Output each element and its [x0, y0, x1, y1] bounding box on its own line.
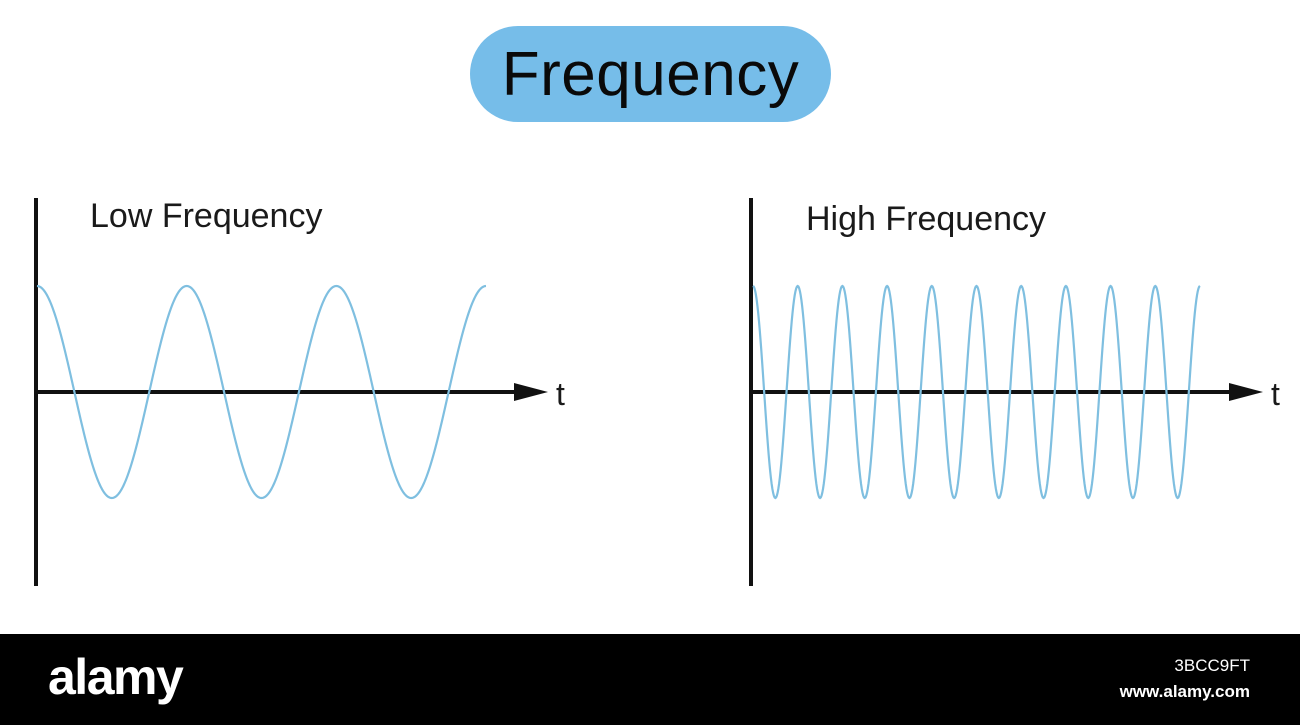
- page-title: Frequency: [501, 39, 800, 109]
- alamy-logo: alamy: [48, 649, 184, 705]
- low-frequency-panel: Low Frequency t: [34, 197, 565, 586]
- high-frequency-panel: High Frequency t: [749, 198, 1280, 586]
- high-panel-t-label: t: [1271, 376, 1280, 412]
- low-panel-t-label: t: [556, 376, 565, 412]
- image-id: 3BCC9FT: [1174, 656, 1250, 675]
- site-url: www.alamy.com: [1119, 682, 1250, 701]
- high-frequency-label: High Frequency: [806, 200, 1046, 238]
- low-frequency-wave: [36, 284, 487, 500]
- frequency-diagram: Low Frequency t High Frequency t: [34, 197, 1280, 586]
- high-frequency-wave: [752, 284, 1201, 500]
- low-panel-arrow-head: [514, 383, 548, 401]
- title-badge: Frequency: [470, 26, 831, 122]
- high-panel-arrow-head: [1229, 383, 1263, 401]
- low-frequency-label: Low Frequency: [90, 197, 322, 235]
- watermark-footer: alamy 3BCC9FT www.alamy.com: [0, 634, 1300, 725]
